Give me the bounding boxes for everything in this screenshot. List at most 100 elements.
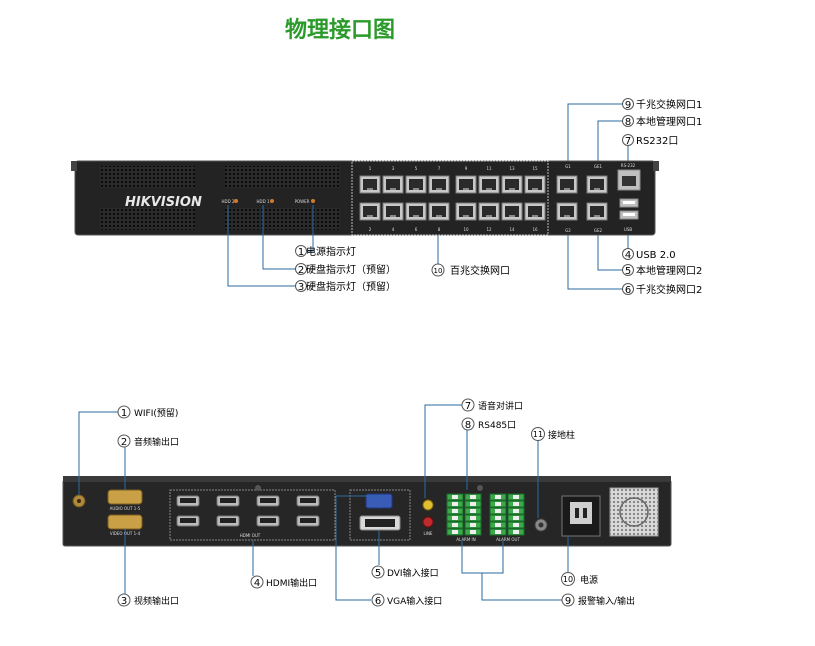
- intercom-jack: [422, 499, 434, 511]
- rj45-port: [382, 202, 404, 221]
- alarm-terminal: [446, 514, 464, 522]
- power-led: [311, 199, 315, 203]
- callout-number: 8: [465, 420, 471, 431]
- callout-usb: USB 2.0: [636, 250, 676, 261]
- label-rs232: RS-232: [621, 163, 636, 168]
- hdd2-led: [234, 199, 238, 203]
- front-callouts: 1 电源指示灯 2 硬盘指示灯（预留） 3 硬盘指示灯（预留） 10 百兆交换网…: [295, 98, 702, 296]
- fan-grille: [609, 487, 659, 537]
- callout-hdd-led: 硬盘指示灯（预留）: [306, 263, 396, 276]
- hdmi-ports: [176, 495, 320, 527]
- alarm-terminal: [489, 514, 507, 522]
- alarm-terminal: [464, 521, 482, 529]
- callout-rs232: RS232口: [636, 136, 678, 147]
- management-port-1: [586, 175, 608, 194]
- alarm-terminal: [446, 521, 464, 529]
- alarm-terminal: [446, 493, 464, 501]
- callout-number: 9: [565, 596, 571, 607]
- hdd1-led: [270, 199, 274, 203]
- fast-ethernet-port-group: [351, 160, 549, 236]
- port-number: 13: [509, 166, 515, 171]
- vent-grille: [100, 208, 195, 230]
- hdmi-port: [256, 495, 280, 507]
- alarm-terminal: [464, 507, 482, 515]
- port-number: 15: [532, 166, 538, 171]
- management-port-2: [586, 202, 608, 221]
- video-out-port: [107, 514, 143, 530]
- callout-number: 7: [625, 136, 631, 147]
- alarm-terminal: [489, 528, 507, 536]
- callout-number: 10: [434, 267, 443, 275]
- alarm-terminal: [489, 521, 507, 529]
- callout-video-out: 视频输出口: [134, 595, 179, 607]
- label-g1: G1: [565, 164, 571, 169]
- port-number: 14: [509, 227, 515, 232]
- alarm-terminal: [464, 493, 482, 501]
- callout-number: 8: [625, 117, 631, 128]
- alarm-terminal: [446, 528, 464, 536]
- label-g2: G2: [565, 228, 571, 233]
- port-number: 10: [463, 227, 469, 232]
- hdmi-port: [176, 495, 200, 507]
- callout-rs485: RS485口: [478, 421, 516, 431]
- port-number: 1: [369, 166, 372, 171]
- port-number: 16: [532, 227, 538, 232]
- rj45-port: [455, 175, 477, 194]
- callout-mgmt-1: 本地管理网口1: [636, 115, 702, 128]
- label-usb: USB: [624, 227, 632, 232]
- rear-panel: AUDIO OUT 1-5 VIDEO OUT 1-4 HDMI OUT LIN…: [62, 476, 672, 547]
- rj45-port: [359, 175, 381, 194]
- rj45-port: [405, 202, 427, 221]
- port-number: 3: [392, 166, 395, 171]
- rj45-port: [478, 202, 500, 221]
- rj45-port: [524, 202, 546, 221]
- callout-number: 1: [298, 247, 304, 258]
- callout-number: 3: [121, 596, 127, 607]
- alarm-terminal: [507, 521, 525, 529]
- rj45-port: [405, 175, 427, 194]
- callout-intercom: 语音对讲口: [478, 400, 523, 412]
- callout-ground: 接地柱: [548, 429, 575, 441]
- vent-grille: [225, 208, 340, 230]
- port-number: 4: [392, 227, 395, 232]
- callout-gigabit-2: 千兆交换网口2: [636, 283, 702, 296]
- alarm-terminal: [464, 514, 482, 522]
- alarm-terminal: [507, 500, 525, 508]
- callout-number: 7: [465, 401, 471, 412]
- label-audio-out: AUDIO OUT 1-5: [110, 506, 141, 511]
- rj45-port: [428, 202, 450, 221]
- rear-leader-lines: [78, 404, 569, 601]
- hdmi-port: [216, 495, 240, 507]
- callout-number: 5: [625, 266, 631, 277]
- rj45-port: [455, 202, 477, 221]
- hdmi-port: [296, 495, 320, 507]
- gigabit-ports: [556, 175, 608, 221]
- callout-number: 6: [375, 596, 381, 607]
- label-line: LINE: [424, 531, 433, 536]
- callout-fast-ethernet: 百兆交换网口: [450, 264, 510, 277]
- intercom-jack: [422, 516, 434, 528]
- alarm-terminal: [507, 528, 525, 536]
- video-input-group: [349, 489, 411, 541]
- callout-number: 1: [121, 408, 127, 419]
- callout-mgmt-2: 本地管理网口2: [636, 264, 702, 277]
- callout-number: 4: [625, 250, 631, 261]
- brand-logo: HIKVISION: [125, 195, 202, 210]
- alarm-terminal: [489, 507, 507, 515]
- rj45-port: [382, 175, 404, 194]
- callout-number: 6: [625, 285, 631, 296]
- callout-number: 11: [533, 430, 543, 439]
- label-ge1: GE1: [594, 164, 603, 169]
- port-number: 9: [465, 166, 468, 171]
- vent-grille: [100, 166, 195, 188]
- callout-gigabit-1: 千兆交换网口1: [636, 98, 702, 111]
- callout-number: 9: [625, 100, 631, 111]
- gigabit-port-1: [556, 175, 578, 194]
- alarm-terminal: [464, 528, 482, 536]
- page-title: 物理接口图: [284, 17, 395, 43]
- rj45-port: [478, 175, 500, 194]
- gigabit-port-2: [556, 202, 578, 221]
- led-label-power: POWER: [295, 199, 310, 204]
- port-number: 12: [486, 227, 492, 232]
- rj45-port: [359, 202, 381, 221]
